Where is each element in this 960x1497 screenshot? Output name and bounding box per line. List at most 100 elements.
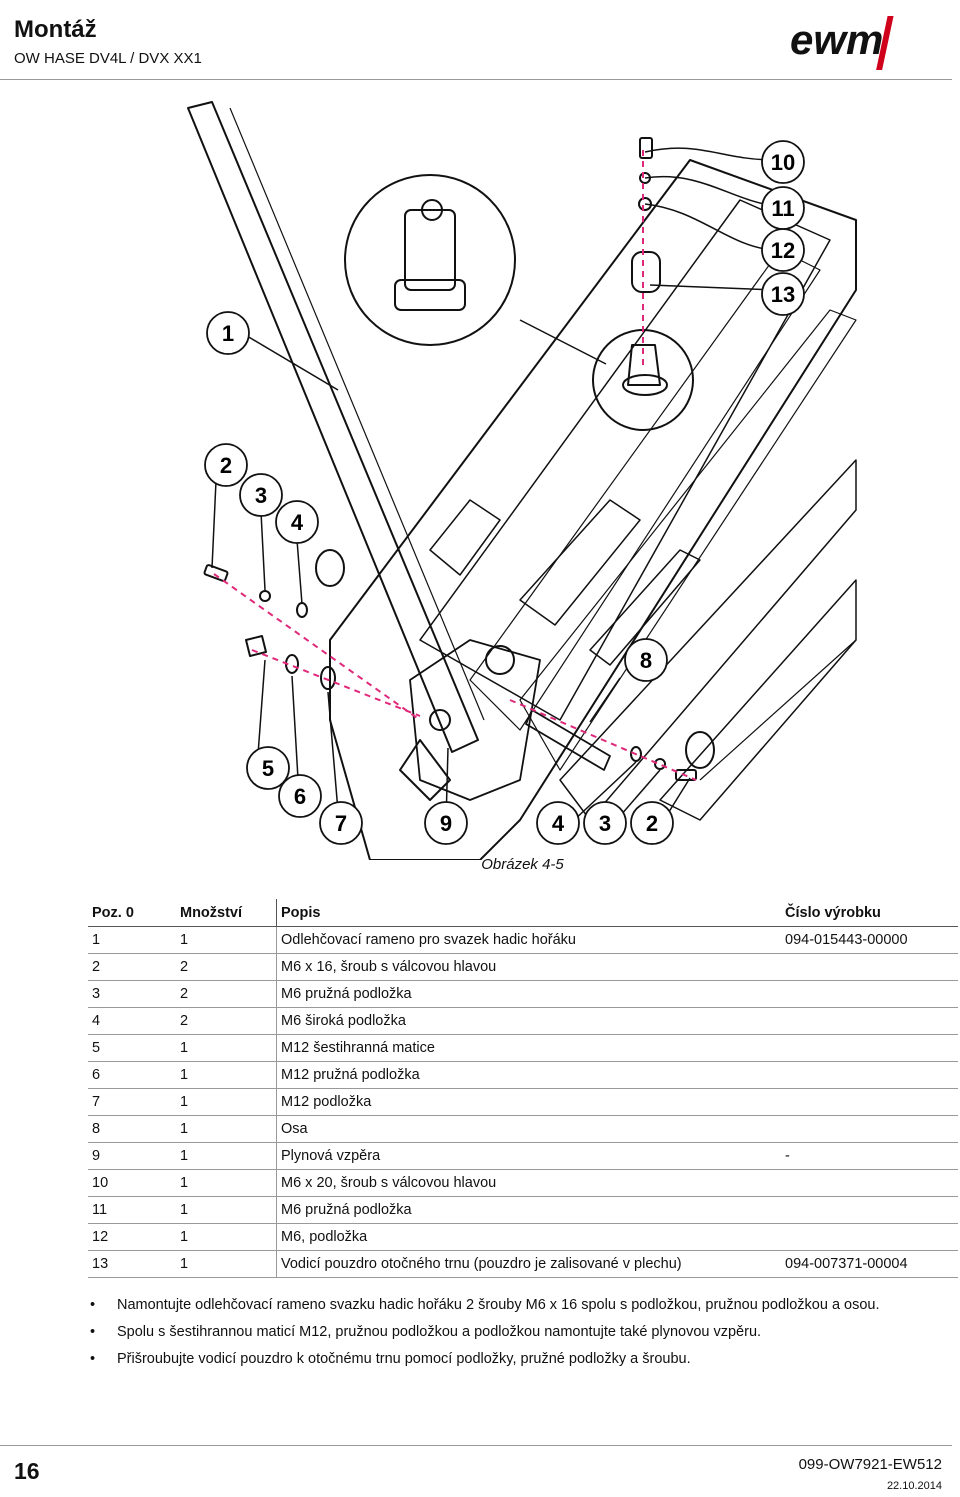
cell-quantity: 1 [176, 1250, 277, 1278]
cell-part-number [781, 1169, 958, 1197]
frame-outer [329, 159, 857, 861]
cell-quantity: 2 [176, 980, 277, 1008]
callout-circle [206, 311, 250, 355]
cell-part-number [781, 953, 958, 981]
callout-circle [624, 638, 668, 682]
callout-label: 2 [220, 453, 232, 478]
cell-description: Plynová vzpěra [276, 1142, 781, 1170]
cell-part-number: 094-015443-00000 [781, 926, 958, 954]
callout-label: 8 [640, 648, 652, 673]
cell-part-number: - [781, 1142, 958, 1170]
cell-part-number [781, 1034, 958, 1062]
table-header-row: Poz. 0 Množství Popis Číslo výrobku [88, 899, 958, 927]
cell-position: 2 [88, 953, 176, 981]
cell-quantity: 1 [176, 1061, 277, 1089]
callout-label: 10 [771, 150, 795, 175]
cell-quantity: 2 [176, 1007, 277, 1035]
cell-description: M12 podložka [276, 1088, 781, 1116]
list-item: Spolu s šestihrannou maticí M12, pružnou… [90, 1319, 960, 1346]
callout-label: 13 [771, 282, 795, 307]
cell-position: 3 [88, 980, 176, 1008]
instruction-list: Namontujte odlehčovací rameno svazku had… [90, 1292, 960, 1373]
cell-description: M12 šestihranná matice [276, 1034, 781, 1062]
hinge-bracket [409, 639, 541, 801]
detail-circle-top [344, 174, 516, 346]
cell-description: Vodicí pouzdro otočného trnu (pouzdro je… [276, 1250, 781, 1278]
callout-label: 6 [294, 784, 306, 809]
page-subtitle: OW HASE DV4L / DVX XX1 [14, 50, 202, 67]
cell-description: Odlehčovací rameno pro svazek hadic hořá… [276, 926, 781, 954]
callout-label: 3 [599, 811, 611, 836]
callout-circle [275, 500, 319, 544]
callout-label: 12 [771, 238, 795, 263]
callout-label: 11 [771, 196, 794, 221]
cell-part-number [781, 1115, 958, 1143]
callout-label: 1 [222, 321, 234, 346]
callout-circle [319, 801, 363, 845]
cell-position: 9 [88, 1142, 176, 1170]
cell-description: M6 široká podložka [276, 1007, 781, 1035]
callout-label: 9 [440, 811, 452, 836]
callout-circle [761, 228, 805, 272]
cell-description: M6 x 16, šroub s válcovou hlavou [276, 953, 781, 981]
callout-circle [239, 473, 283, 517]
header-rule [0, 79, 952, 80]
callout-circle [583, 801, 627, 845]
col-header-quantity: Množství [176, 899, 277, 927]
callout-circle [536, 801, 580, 845]
col-header-position: Poz. 0 [88, 899, 176, 927]
ewm-logo: ewm [790, 16, 894, 70]
cell-position: 5 [88, 1034, 176, 1062]
list-item: Přišroubujte vodicí pouzdro k otočnému t… [90, 1346, 960, 1373]
cell-position: 13 [88, 1250, 176, 1278]
callout-circle [424, 801, 468, 845]
callout-circle [761, 140, 805, 184]
page-title: Montáž [14, 16, 97, 43]
cell-position: 10 [88, 1169, 176, 1197]
cell-quantity: 1 [176, 1223, 277, 1251]
cell-part-number [781, 1223, 958, 1251]
document-id: 099-OW7921-EW512 [798, 1456, 942, 1473]
callout-label: 2 [646, 811, 658, 836]
callout-label: 4 [291, 510, 304, 535]
cell-quantity: 1 [176, 1169, 277, 1197]
callout-circle [278, 774, 322, 818]
document-date: 22.10.2014 [886, 1480, 942, 1492]
cell-position: 12 [88, 1223, 176, 1251]
cell-position: 8 [88, 1115, 176, 1143]
cell-position: 7 [88, 1088, 176, 1116]
cell-part-number [781, 980, 958, 1008]
cell-description: M6, podložka [276, 1223, 781, 1251]
callout-circle [630, 801, 674, 845]
col-header-part-number: Číslo výrobku [781, 899, 958, 927]
cell-quantity: 1 [176, 1034, 277, 1062]
logo-accent [876, 16, 894, 70]
cell-part-number [781, 1196, 958, 1224]
callout-label: 3 [255, 483, 267, 508]
logo-text: ewm [790, 16, 883, 63]
cell-part-number [781, 1007, 958, 1035]
cell-quantity: 1 [176, 1196, 277, 1224]
cell-part-number: 094-007371-00004 [781, 1250, 958, 1278]
cell-quantity: 1 [176, 1115, 277, 1143]
cell-position: 4 [88, 1007, 176, 1035]
callout-circle [246, 746, 290, 790]
cell-position: 1 [88, 926, 176, 954]
col-header-description: Popis [276, 899, 781, 927]
cell-quantity: 2 [176, 953, 277, 981]
figure-caption: Obrázek 4-5 [481, 856, 564, 873]
lift-arm [187, 101, 479, 753]
